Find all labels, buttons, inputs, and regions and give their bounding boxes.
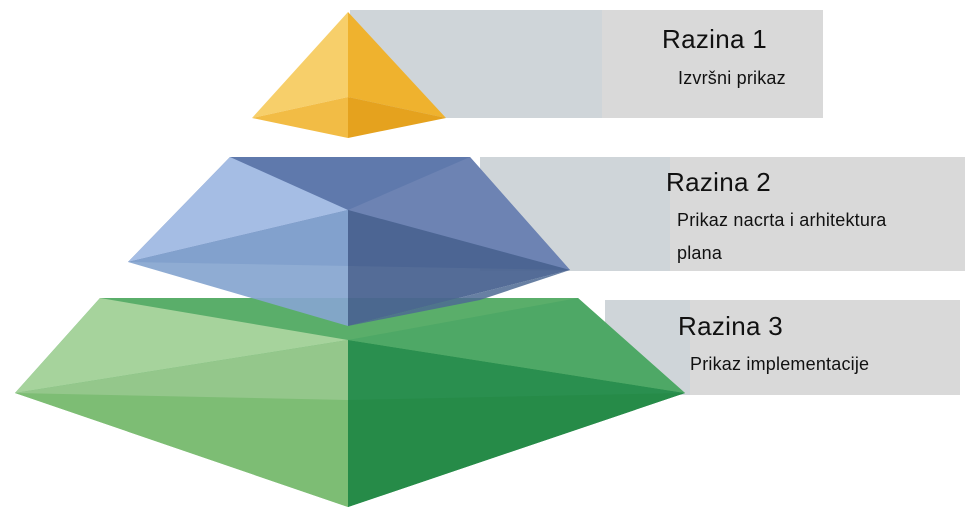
pyramid-level-2 <box>128 157 570 326</box>
level-2-right-face <box>348 157 570 270</box>
level-2-description-line-1: Prikaz nacrta i arhitektura <box>677 210 887 230</box>
level-1-left-face <box>252 12 348 118</box>
level-2-front-left <box>128 210 348 326</box>
level-3-right-face <box>348 298 685 393</box>
banner-level-2-dark <box>670 157 965 271</box>
level-2-description-line-2: plana <box>677 243 723 263</box>
level-2-front-right <box>348 210 570 326</box>
level-3-description: Prikaz implementacije <box>690 354 870 374</box>
level-3-front-left-lower <box>15 393 348 507</box>
level-3-title: Razina 3 <box>678 311 784 341</box>
pyramid-level-1 <box>252 12 446 138</box>
level-3-left-face <box>15 298 348 393</box>
banner-level-3-dark <box>690 300 960 395</box>
level-2-lower-front-right <box>348 270 570 326</box>
level-1-front-left <box>252 97 348 138</box>
level-1-right-face <box>348 12 446 118</box>
level-1-title: Razina 1 <box>662 24 768 54</box>
level-3-front-right-lower <box>348 393 685 507</box>
level-1-front-right <box>348 97 446 138</box>
banner-level-1-dark <box>602 10 823 118</box>
level-2-title: Razina 2 <box>666 167 772 197</box>
level-1-description: Izvršni prikaz <box>678 68 786 88</box>
level-2-left-face <box>128 157 348 262</box>
pyramid-level-3 <box>15 298 685 507</box>
